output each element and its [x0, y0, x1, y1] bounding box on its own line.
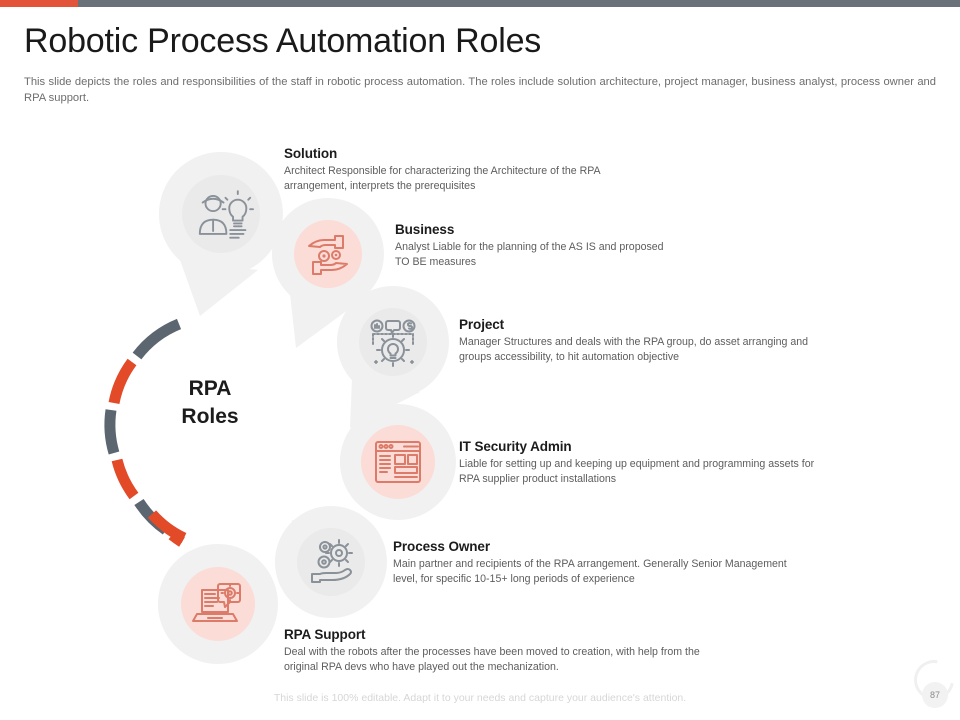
arc-segment-2 — [108, 358, 137, 405]
role-description: Main partner and recipients of the RPA a… — [393, 558, 787, 585]
icon-circle-business-analyst — [294, 220, 362, 288]
role-block-solution-architect: Solution Architect Responsible for chara… — [284, 146, 664, 193]
icon-circle-project-manager — [359, 308, 427, 376]
page-title: Robotic Process Automation Roles — [24, 22, 542, 60]
role-block-rpa-support: RPA Support Deal with the robots after t… — [284, 627, 714, 674]
top-accent-orange — [0, 0, 78, 7]
icon-circle-rpa-support — [181, 567, 255, 641]
top-accent-bar — [0, 0, 960, 7]
role-description: Analyst Liable for the planning of the A… — [395, 241, 664, 268]
role-title: Project — [459, 317, 505, 332]
role-block-process-owner: Process Owner Main partner and recipient… — [393, 539, 788, 586]
role-title: Business — [395, 222, 455, 237]
icon-circle-solution-architect — [182, 175, 260, 253]
diagram-graphics: .sg { fill:none; stroke:#8a9199; stroke-… — [104, 152, 456, 664]
role-title: IT Security Admin — [459, 439, 572, 454]
arc-segment-1 — [132, 318, 182, 360]
page-subtitle: This slide depicts the roles and respons… — [24, 76, 936, 104]
icon-circle-it-security-admin — [361, 425, 435, 499]
role-description: Deal with the robots after the processes… — [284, 646, 700, 673]
arc-segment-tail — [147, 510, 187, 543]
role-description: Liable for setting up and keeping up equ… — [459, 458, 815, 485]
role-block-project-manager: Project Manager Structures and deals wit… — [459, 317, 809, 364]
rpa-roles-diagram: .sg { fill:none; stroke:#8a9199; stroke-… — [0, 110, 960, 690]
role-description: Architect Responsible for characterizing… — [284, 165, 601, 192]
role-title: Process Owner — [393, 539, 490, 554]
icon-circle-process-owner — [297, 528, 365, 596]
role-block-it-security-admin: IT Security Admin Liable for setting up … — [459, 439, 824, 486]
role-block-business-analyst: Business Analyst Liable for the planning… — [395, 222, 665, 269]
top-accent-gray — [78, 0, 960, 7]
role-description: Manager Structures and deals with the RP… — [459, 336, 809, 363]
arc-segment-4 — [111, 458, 139, 500]
role-title: RPA Support — [284, 627, 366, 642]
arc-segment-3 — [104, 409, 120, 455]
page-number: 87 — [922, 682, 948, 708]
footer-note: This slide is 100% editable. Adapt it to… — [273, 692, 687, 704]
role-title: Solution — [284, 146, 338, 161]
